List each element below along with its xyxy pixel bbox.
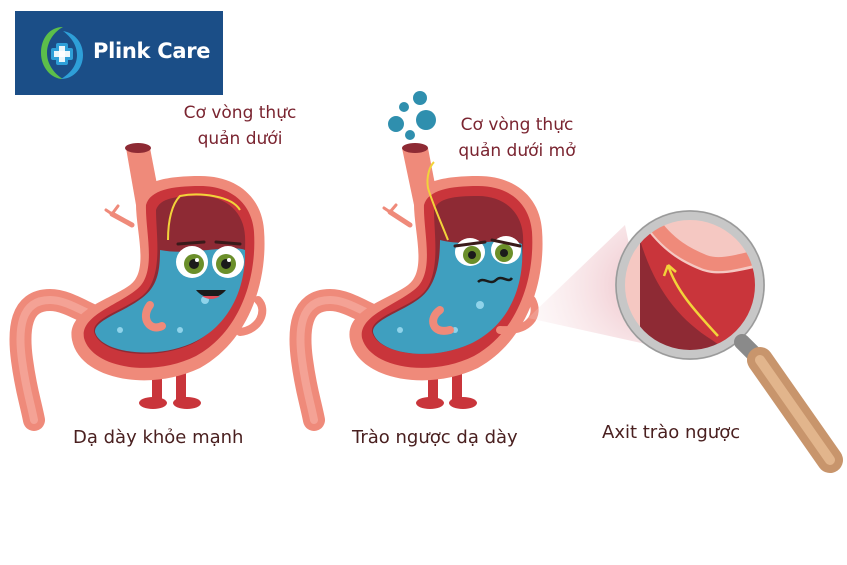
caption-reflux: Trào ngược dạ dày xyxy=(352,427,518,448)
healthy-stomach-icon xyxy=(9,143,267,431)
brand-name: Plink Care xyxy=(93,39,211,63)
healthy-sphincter-line2: quản dưới xyxy=(197,129,283,149)
caption-healthy: Dạ dày khỏe mạnh xyxy=(73,427,244,448)
caption-acid: Axit trào ngược xyxy=(602,422,741,443)
reflux-sphincter-line2: quản dưới mở xyxy=(458,141,576,161)
medical-cross-logo-icon xyxy=(41,27,83,79)
acid-bubble-icon xyxy=(388,91,436,140)
magnifying-glass-icon xyxy=(528,210,843,473)
healthy-sphincter-line1: Cơ vòng thực xyxy=(183,103,297,123)
reflux-sphincter-annotation: Cơ vòng thực quản dưới mở xyxy=(442,112,592,164)
reflux-stomach-icon xyxy=(289,143,543,431)
healthy-sphincter-annotation: Cơ vòng thực quản dưới xyxy=(170,100,310,152)
brand-logo: Plink Care xyxy=(15,11,223,95)
reflux-sphincter-line1: Cơ vòng thực xyxy=(460,115,574,135)
